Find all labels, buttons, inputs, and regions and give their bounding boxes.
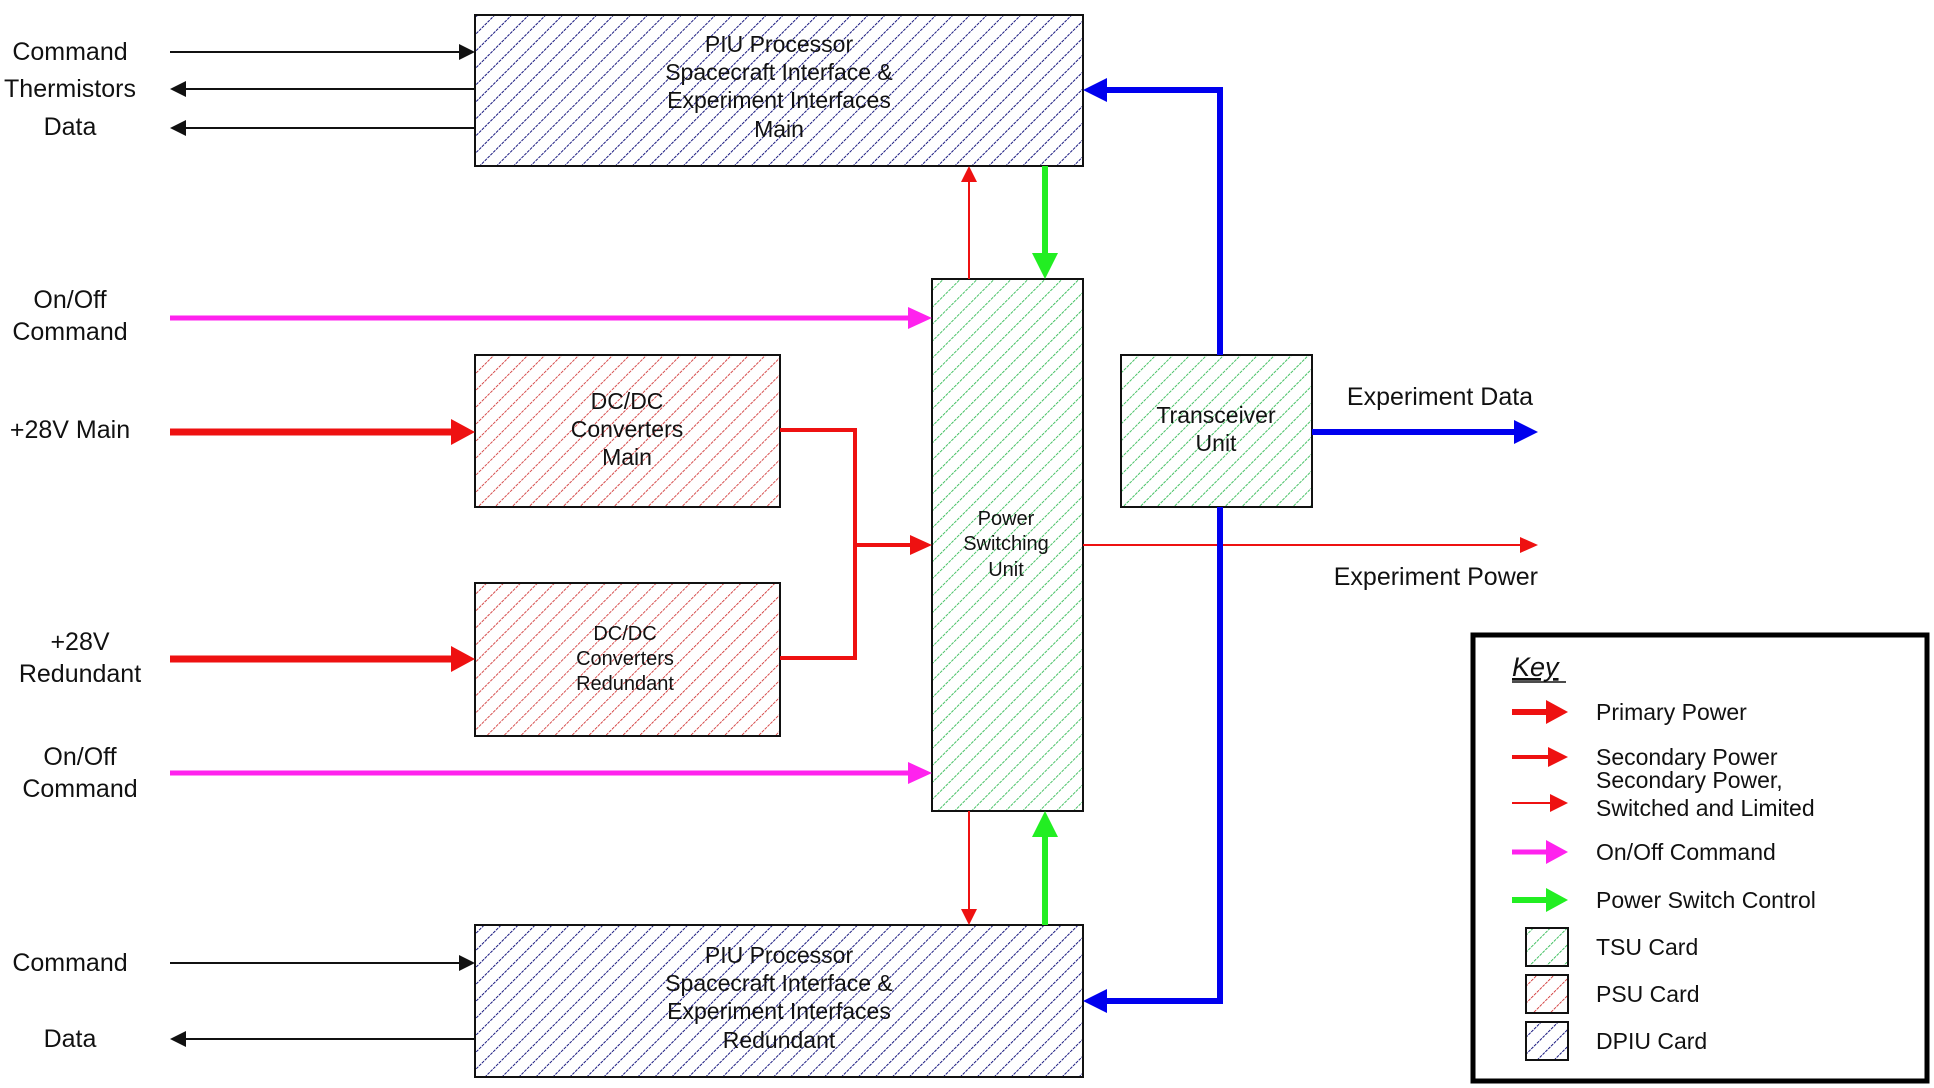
piu-main-block: PIU Processor Spacecraft Interface & Exp… xyxy=(474,14,1084,167)
legend-arrow-icon xyxy=(1546,888,1568,912)
experiment-power-label: Experiment Power xyxy=(1334,563,1538,591)
piu-redundant-label-2: Spacecraft Interface & xyxy=(665,970,893,996)
dcdc-main-block: DC/DC Converters Main xyxy=(474,354,781,508)
legend-item: Secondary Power,Switched and Limited xyxy=(1512,767,1815,821)
psu-to-piu-main-power-arrowhead xyxy=(961,166,977,182)
legend-item: Power Switch Control xyxy=(1512,887,1816,913)
dcdc-main-label-1: DC/DC xyxy=(591,388,664,414)
transceiver-label-1: Transceiver xyxy=(1156,402,1276,428)
top-command-arrowhead xyxy=(459,44,475,60)
transceiver-to-piu-main-arrowhead xyxy=(1083,78,1107,102)
on-off-1-label-1: On/Off xyxy=(33,286,106,314)
piu-main-label-3: Experiment Interfaces xyxy=(667,87,891,113)
legend-item: DPIU Card xyxy=(1525,1021,1707,1061)
dcdc-main-label-2: Converters xyxy=(571,416,683,442)
left-labels: Command Thermistors Data On/Off Command … xyxy=(4,38,141,1053)
transceiver-to-piu-redundant-line xyxy=(1105,507,1223,1004)
dcdc-redundant-label-1: DC/DC xyxy=(593,623,656,645)
connections xyxy=(170,44,1538,1047)
transceiver-label-2: Unit xyxy=(1196,430,1238,456)
top-thermistors-label: Thermistors xyxy=(4,75,136,103)
legend-arrow-icon xyxy=(1546,700,1568,724)
bottom-data-arrowhead xyxy=(170,1031,186,1047)
legend-item: Secondary Power xyxy=(1512,744,1778,770)
top-thermistors-arrowhead xyxy=(170,81,186,97)
legend-item-label: DPIU Card xyxy=(1596,1028,1707,1054)
psu-label-1: Power xyxy=(978,508,1035,530)
piu-main-label-4: Main xyxy=(754,116,804,142)
bottom-command-arrowhead xyxy=(459,955,475,971)
legend-arrow-icon xyxy=(1550,794,1568,812)
power-switching-unit-box xyxy=(931,278,1084,812)
piu-redundant-switch-control-arrowhead xyxy=(1032,811,1058,837)
legend-item-label: TSU Card xyxy=(1596,934,1698,960)
top-data-label: Data xyxy=(44,113,97,141)
v28-main-label: +28V Main xyxy=(10,416,130,444)
piu-main-switch-control-arrowhead xyxy=(1032,253,1058,279)
piu-redundant-block: PIU Processor Spacecraft Interface & Exp… xyxy=(474,924,1084,1078)
legend-title: Key xyxy=(1512,652,1560,682)
legend-item: PSU Card xyxy=(1525,974,1700,1014)
legend-item: Primary Power xyxy=(1512,699,1747,725)
transceiver-to-piu-redundant-arrowhead xyxy=(1083,989,1107,1013)
piu-redundant-label-1: PIU Processor xyxy=(705,942,854,968)
on-off-2-label-1: On/Off xyxy=(43,743,116,771)
dcdc-main-label-3: Main xyxy=(602,444,652,470)
bottom-command-label: Command xyxy=(12,949,127,977)
legend-item-label: Secondary Power xyxy=(1596,744,1778,770)
legend-swatch-dpiu xyxy=(1525,1021,1569,1061)
legend-item-label: PSU Card xyxy=(1596,981,1700,1007)
legend-item: TSU Card xyxy=(1525,927,1698,967)
on-off-1-label-2: Command xyxy=(12,318,127,346)
legend-arrow-icon xyxy=(1546,840,1568,864)
experiment-data-arrowhead xyxy=(1514,420,1538,444)
piu-redundant-box xyxy=(474,924,1084,1078)
legend-swatch-tsu xyxy=(1525,927,1569,967)
top-data-arrowhead xyxy=(170,120,186,136)
piu-redundant-label-4: Redundant xyxy=(723,1027,836,1053)
transceiver-unit-block: Transceiver Unit xyxy=(1120,354,1313,508)
piu-redundant-label-3: Experiment Interfaces xyxy=(667,998,891,1024)
psu-label-2: Switching xyxy=(963,533,1049,555)
legend-item: On/Off Command xyxy=(1512,839,1776,865)
legend-item-label: Secondary Power, xyxy=(1596,767,1783,793)
v28-redundant-label-2: Redundant xyxy=(19,660,141,688)
on-off-2-label-2: Command xyxy=(22,775,137,803)
bottom-data-label: Data xyxy=(44,1025,97,1053)
v28-main-arrowhead xyxy=(451,419,475,445)
top-command-label: Command xyxy=(12,38,127,66)
legend-item-label: On/Off Command xyxy=(1596,839,1776,865)
power-switching-unit-block: Power Switching Unit xyxy=(931,278,1084,812)
dcdc-to-psu-arrowhead xyxy=(910,535,932,555)
dcdc-redundant-label-3: Redundant xyxy=(576,673,674,695)
piu-main-label-2: Spacecraft Interface & xyxy=(665,59,893,85)
v28-redundant-label-1: +28V xyxy=(50,628,109,656)
dcdc-redundant-box xyxy=(474,582,781,737)
legend-swatch-psu xyxy=(1525,974,1569,1014)
experiment-power-arrowhead xyxy=(1520,537,1538,553)
v28-redundant-arrowhead xyxy=(451,646,475,672)
piu-main-label-1: PIU Processor xyxy=(705,31,854,57)
dcdc-main-box xyxy=(474,354,781,508)
on-off-1-arrowhead xyxy=(908,307,932,329)
piu-main-box xyxy=(474,14,1084,167)
on-off-2-arrowhead xyxy=(908,762,932,784)
transceiver-to-piu-main-line xyxy=(1105,87,1223,355)
transceiver-unit-box xyxy=(1120,354,1313,508)
legend-item-label: Power Switch Control xyxy=(1596,887,1816,913)
dcdc-redundant-label-2: Converters xyxy=(576,648,674,670)
dcdc-output-bus xyxy=(780,428,857,660)
psu-label-3: Unit xyxy=(988,559,1024,581)
legend-arrow-icon xyxy=(1548,747,1568,767)
legend-item-label: Primary Power xyxy=(1596,699,1747,725)
dcdc-redundant-block: DC/DC Converters Redundant xyxy=(474,582,781,737)
legend-item-label: Switched and Limited xyxy=(1596,795,1815,821)
psu-to-piu-redundant-power-arrowhead xyxy=(961,909,977,925)
experiment-data-label: Experiment Data xyxy=(1347,383,1533,411)
